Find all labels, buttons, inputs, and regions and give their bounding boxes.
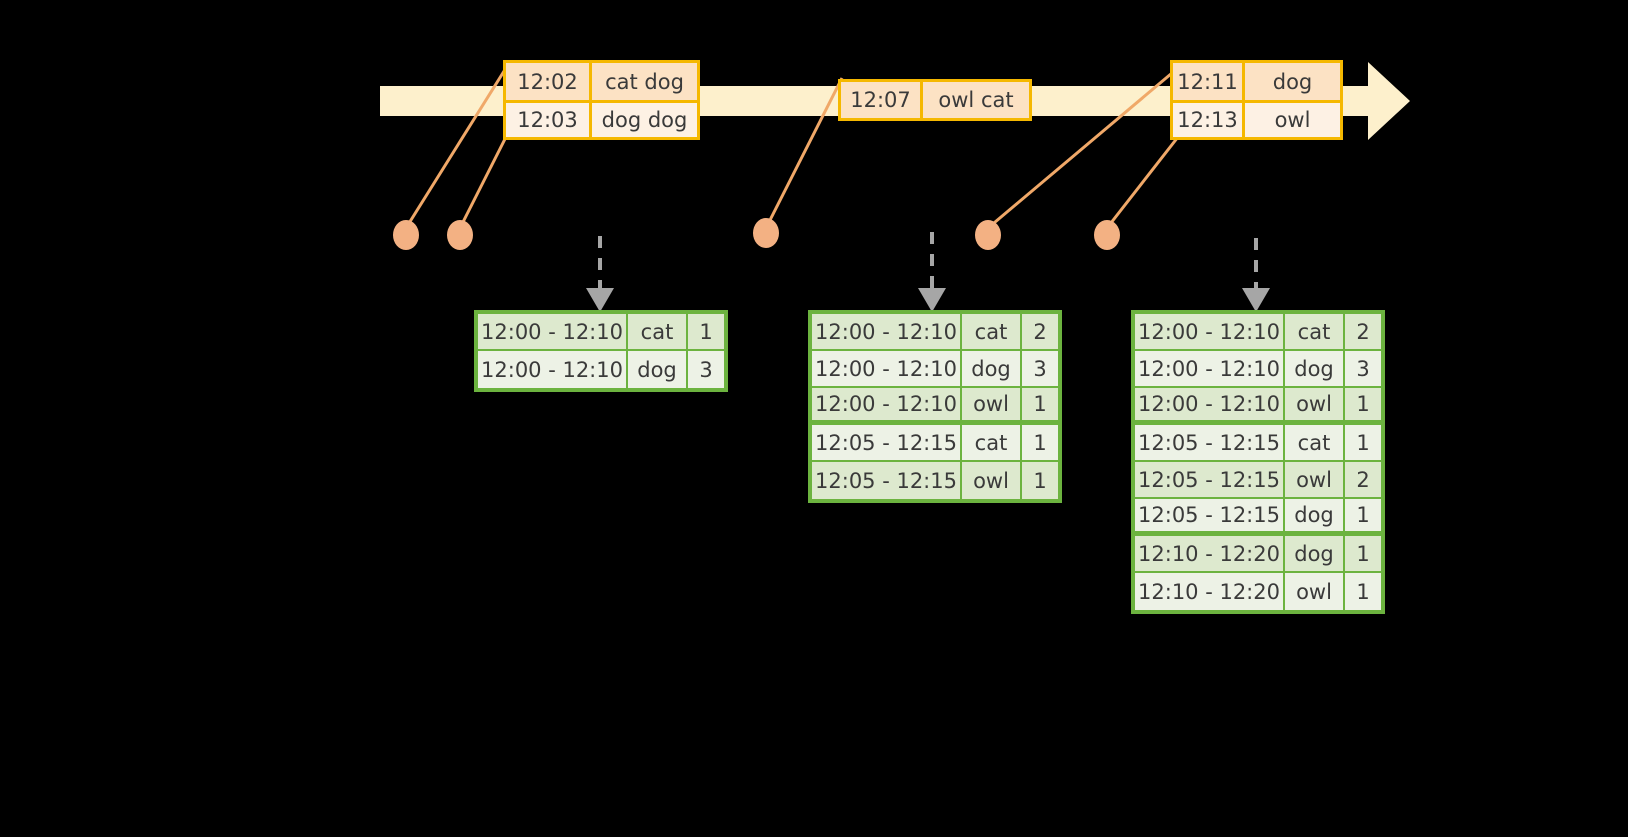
- cell-count: 1: [688, 314, 724, 351]
- cell-window: 12:00 - 12:10: [1135, 351, 1285, 388]
- cell-count: 1: [1345, 425, 1381, 462]
- cell-word: owl: [1285, 388, 1345, 425]
- cell-window: 12:00 - 12:10: [812, 351, 962, 388]
- cell-count: 2: [1345, 462, 1381, 499]
- cell-window: 12:00 - 12:10: [478, 314, 628, 351]
- connector-5: [1105, 136, 1180, 229]
- event-words: owl cat: [923, 82, 1029, 118]
- event-dots: [393, 218, 1120, 250]
- cell-word: cat: [1285, 314, 1345, 351]
- event-time: 12:03: [506, 103, 592, 137]
- cell-word: dog: [1285, 499, 1345, 536]
- event-time: 12:07: [841, 82, 923, 118]
- cell-window: 12:00 - 12:10: [812, 388, 962, 425]
- event-box-group-2[interactable]: 12:07 owl cat: [838, 79, 1032, 121]
- cell-word: owl: [1285, 462, 1345, 499]
- cell-word: dog: [962, 351, 1022, 388]
- cell-count: 1: [1345, 536, 1381, 573]
- cell-count: 1: [1022, 388, 1058, 425]
- emit-arrowhead-2: [918, 288, 946, 312]
- cell-count: 1: [1345, 573, 1381, 610]
- cell-word: cat: [962, 425, 1022, 462]
- event-time: 12:13: [1173, 103, 1245, 137]
- event-dot-4: [975, 220, 1001, 250]
- cell-count: 1: [1345, 388, 1381, 425]
- cell-count: 3: [688, 351, 724, 388]
- cell-window: 12:00 - 12:10: [812, 314, 962, 351]
- cell-count: 2: [1345, 314, 1381, 351]
- connector-1: [404, 67, 508, 229]
- cell-word: owl: [962, 388, 1022, 425]
- cell-window: 12:05 - 12:15: [1135, 425, 1285, 462]
- cell-count: 2: [1022, 314, 1058, 351]
- cell-window: 12:05 - 12:15: [812, 462, 962, 499]
- event-box-group-1[interactable]: 12:02 cat dog 12:03 dog dog: [503, 60, 700, 140]
- cell-window: 12:00 - 12:10: [1135, 314, 1285, 351]
- event-dot-1: [393, 220, 419, 250]
- connector-3: [764, 77, 844, 229]
- event-words: dog dog: [592, 103, 697, 137]
- cell-count: 3: [1345, 351, 1381, 388]
- cell-count: 1: [1345, 499, 1381, 536]
- cell-count: 1: [1022, 462, 1058, 499]
- connector-2: [458, 136, 508, 229]
- emit-arrowheads: [586, 288, 1270, 312]
- event-time: 12:02: [506, 63, 592, 100]
- event-dot-3: [753, 218, 779, 248]
- cell-count: 1: [1022, 425, 1058, 462]
- cell-word: dog: [628, 351, 688, 388]
- cell-window: 12:05 - 12:15: [1135, 462, 1285, 499]
- cell-window: 12:00 - 12:10: [1135, 388, 1285, 425]
- cell-window: 12:10 - 12:20: [1135, 536, 1285, 573]
- cell-window: 12:05 - 12:15: [812, 425, 962, 462]
- cell-window: 12:00 - 12:10: [478, 351, 628, 388]
- cell-window: 12:10 - 12:20: [1135, 573, 1285, 610]
- event-time: 12:11: [1173, 63, 1245, 100]
- emit-arrowhead-1: [586, 288, 614, 312]
- event-words: cat dog: [592, 63, 697, 100]
- cell-word: cat: [628, 314, 688, 351]
- cell-word: cat: [1285, 425, 1345, 462]
- event-dot-5: [1094, 220, 1120, 250]
- cell-window: 12:05 - 12:15: [1135, 499, 1285, 536]
- event-dot-2: [447, 220, 473, 250]
- cell-word: cat: [962, 314, 1022, 351]
- cell-count: 3: [1022, 351, 1058, 388]
- emit-arrows: [598, 232, 1258, 292]
- event-box-group-3[interactable]: 12:11 dog 12:13 owl: [1170, 60, 1343, 140]
- cell-word: owl: [1285, 573, 1345, 610]
- event-words: owl: [1245, 103, 1340, 137]
- cell-word: owl: [962, 462, 1022, 499]
- cell-word: dog: [1285, 351, 1345, 388]
- emit-arrowhead-3: [1242, 288, 1270, 312]
- cell-word: dog: [1285, 536, 1345, 573]
- event-words: dog: [1245, 63, 1340, 100]
